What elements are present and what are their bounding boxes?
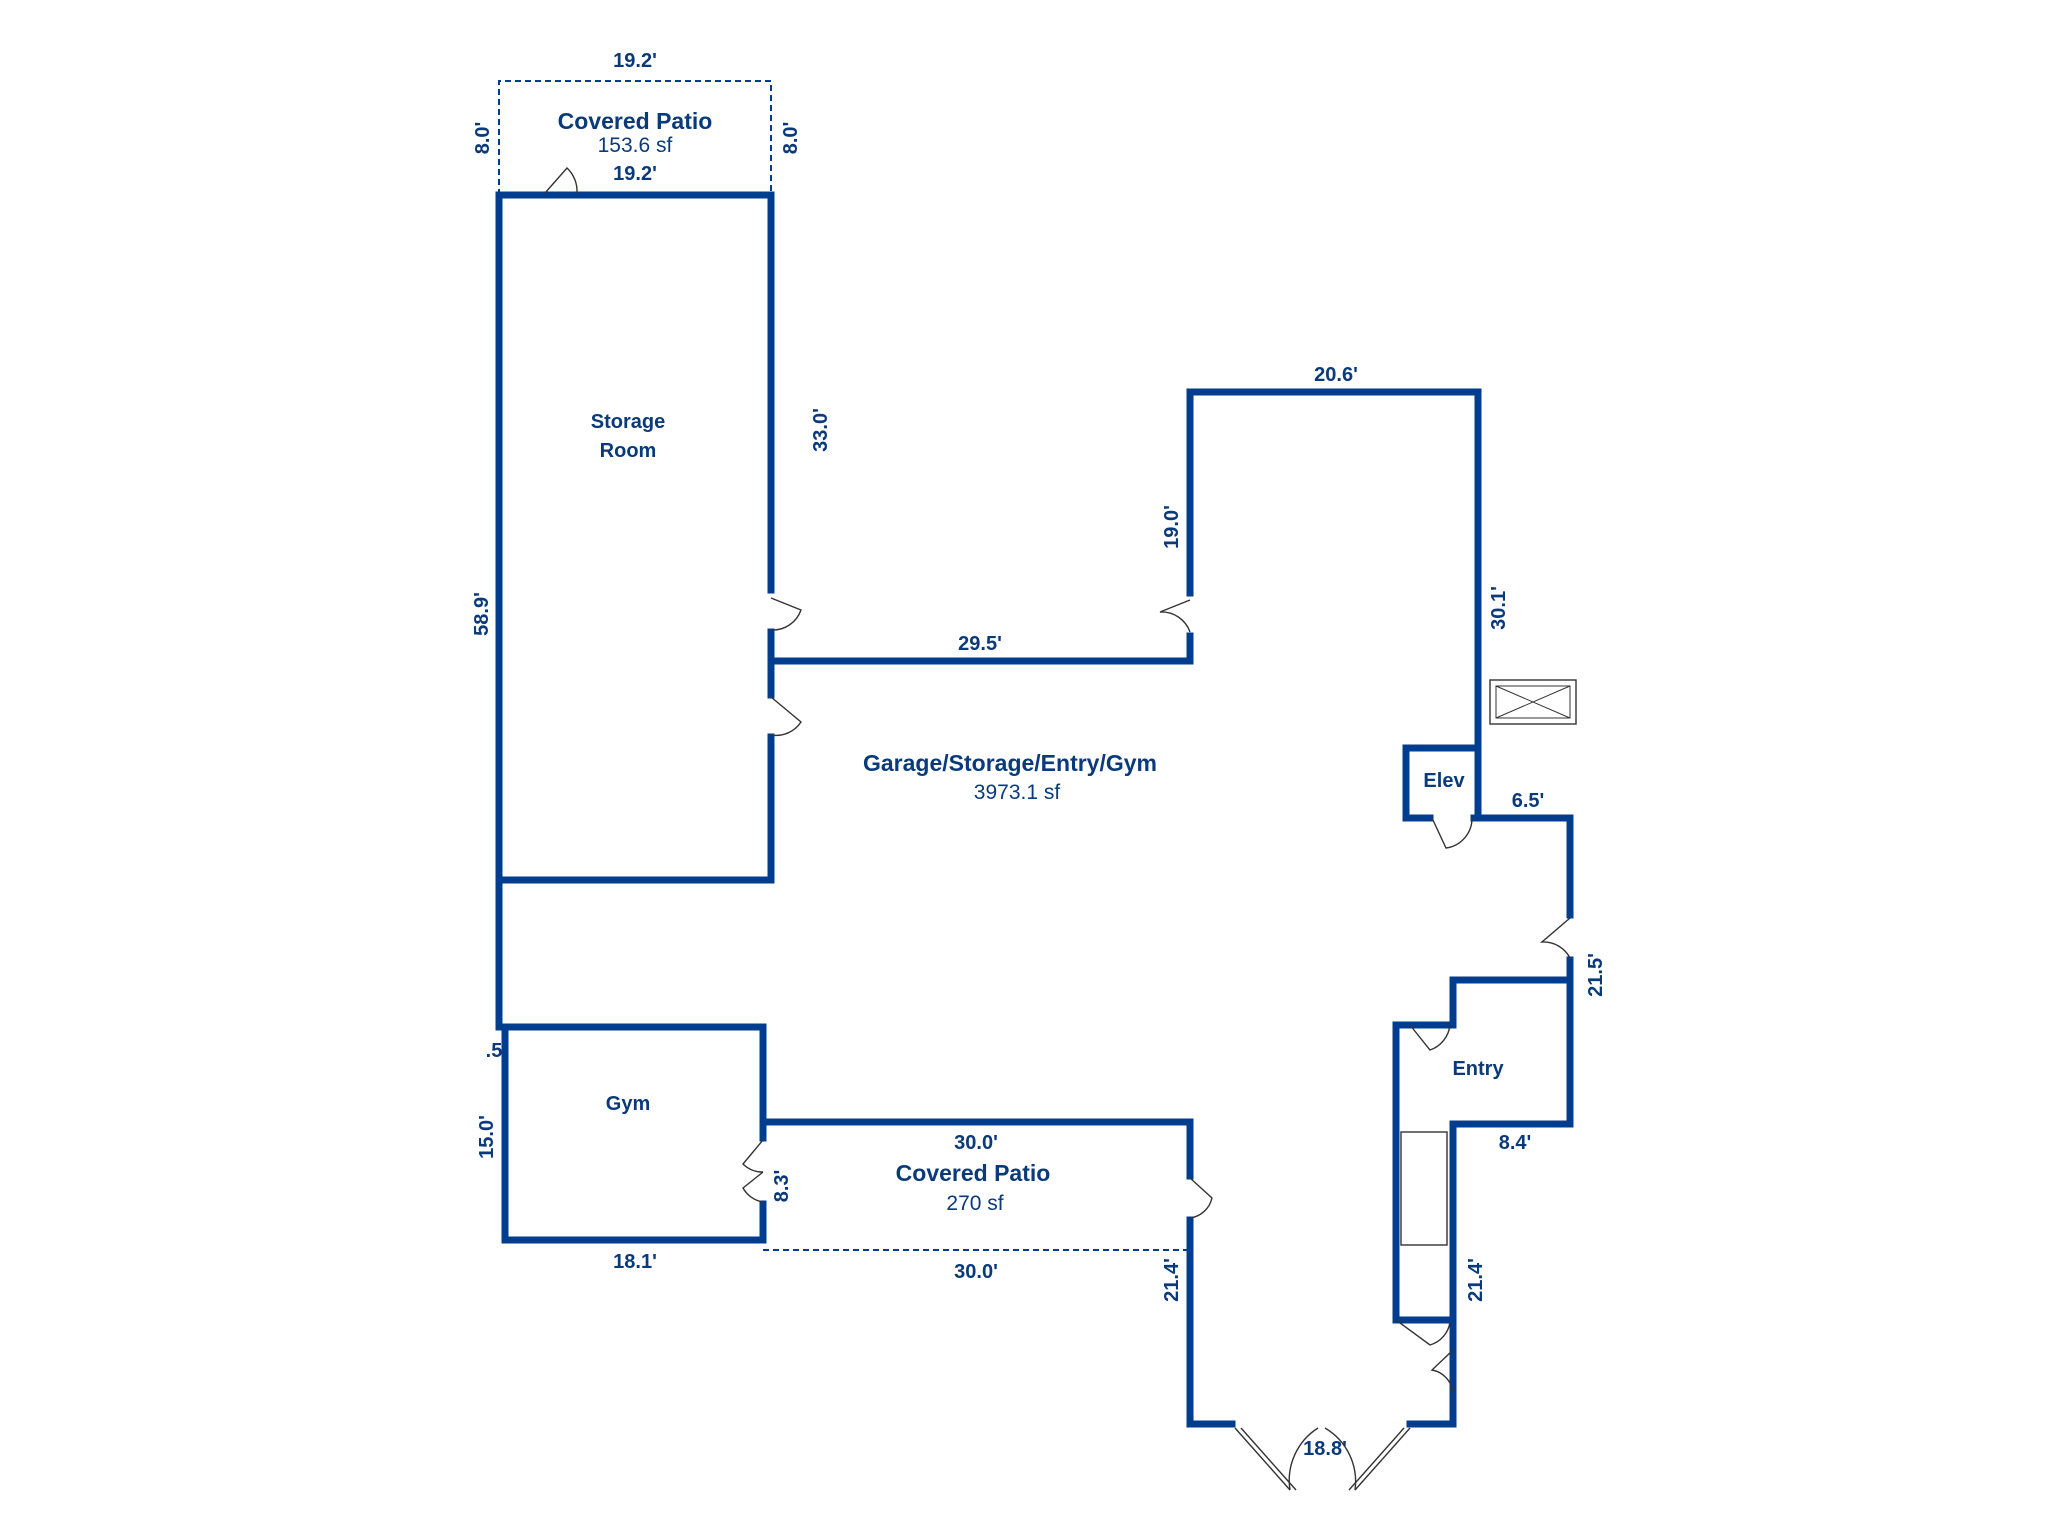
dim-patio-top-inner-width: 19.2' <box>613 163 657 185</box>
covered-patio-bottom-wall <box>759 1118 1194 1180</box>
dim-storage-right: 33.0' <box>810 408 832 452</box>
dim-gym-bottom: 18.1' <box>613 1251 657 1273</box>
covered-patio-top-name: Covered Patio <box>558 108 713 134</box>
dim-north-wing-top: 20.6' <box>1314 364 1358 386</box>
dim-entry-right: 21.5' <box>1585 953 1607 997</box>
dim-south-right: 21.4' <box>1465 1258 1487 1302</box>
covered-patio-bottom-area: 270 sf <box>946 1192 1003 1215</box>
east-wall-upper <box>1470 814 1574 919</box>
dim-south-left: 21.4' <box>1161 1258 1183 1302</box>
gym-wall-lower <box>501 1023 767 1244</box>
dim-patio-bottom-bottom: 30.0' <box>954 1261 998 1283</box>
appliance-icon <box>1489 679 1577 725</box>
east-wall-lower <box>1449 956 1574 1398</box>
garage-area: 3973.1 sf <box>974 781 1061 804</box>
dim-elev-bottom: 6.5' <box>1512 790 1545 812</box>
dim-entry-bottom: 8.4' <box>1499 1132 1532 1154</box>
dim-patio-top-left: 8.0' <box>472 122 494 155</box>
garage-name: Garage/Storage/Entry/Gym <box>863 750 1157 776</box>
mid-wall <box>767 632 1194 665</box>
dim-patio-bottom-top: 30.0' <box>954 1132 998 1154</box>
dim-patio-top-width: 19.2' <box>613 50 657 72</box>
covered-patio-bottom-name: Covered Patio <box>896 1160 1051 1186</box>
gym-wall <box>501 1023 767 1142</box>
covered-patio-top-outline <box>498 80 772 195</box>
dim-west-wall: 58.9' <box>471 592 493 636</box>
dim-north-wing-left: 19.0' <box>1161 505 1183 549</box>
dim-gym-offset: .5 <box>486 1040 503 1062</box>
entry-inner-wall-top <box>1392 976 1574 1352</box>
south-wall-left <box>1186 1216 1236 1428</box>
door-swings <box>544 166 1571 1491</box>
north-wing-wall <box>1186 388 1482 822</box>
stair-icon <box>1400 1131 1448 1246</box>
dim-mid-wall: 29.5' <box>958 633 1002 655</box>
storage-room-label-line2: Room <box>600 440 657 462</box>
elevator-wall <box>1402 744 1482 822</box>
south-wall-right <box>1406 1390 1457 1428</box>
covered-patio-top-area: 153.6 sf <box>598 134 673 157</box>
entry-label: Entry <box>1452 1058 1504 1080</box>
dim-north-wing-right: 30.1' <box>1488 586 1510 630</box>
dim-gym-left: 15.0' <box>476 1115 498 1159</box>
dim-patio-bottom-left: 8.3' <box>771 1170 793 1203</box>
elev-label: Elev <box>1423 770 1465 792</box>
dim-south-bottom: 18.8' <box>1303 1438 1347 1460</box>
dim-patio-top-right: 8.0' <box>780 122 802 155</box>
storage-room-label-line1: Storage <box>591 411 665 433</box>
gym-label: Gym <box>606 1093 650 1115</box>
